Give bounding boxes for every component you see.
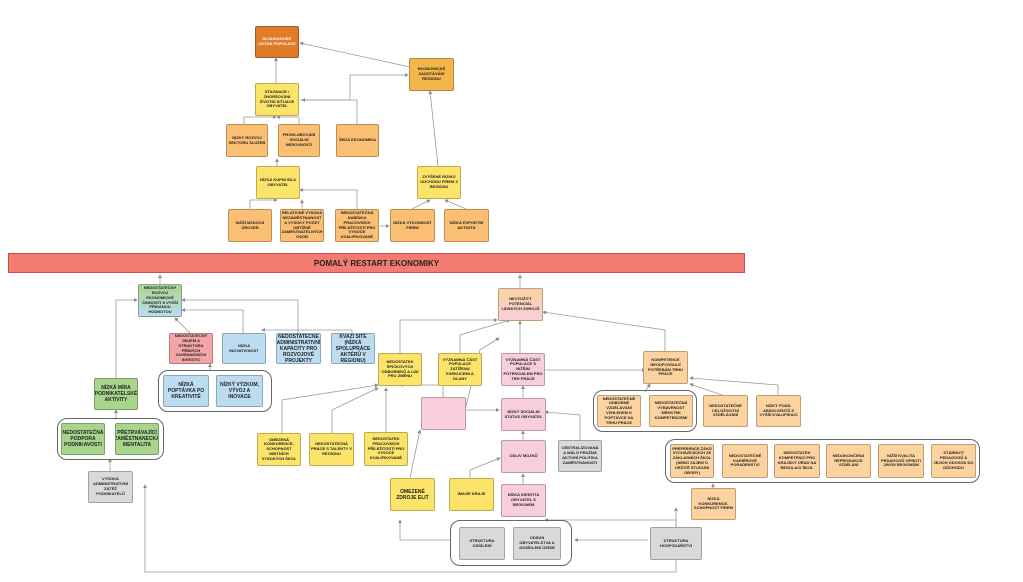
- node-omezene-zdroje: OMEZENÉ ZDROJE ELIT: [390, 478, 435, 511]
- group-entrepreneurship: [57, 418, 164, 460]
- edge: [115, 298, 138, 378]
- edge: [399, 318, 498, 353]
- edge: [276, 115, 300, 124]
- edge: [428, 90, 439, 167]
- node-vyznamna-cast-exekuce: VÝZNAMNÁ ČÁST POPULACE ZATÍŽENA EXEKUCEM…: [438, 353, 482, 386]
- node-zvysene-riziko: ZVÝŠENÉ RIZIKO ODCHODU FIREM Z REGIONU: [417, 166, 461, 199]
- node-vysoka-administrativni: VYSOKÁ ADMINISTRATIVNÍ ZÁTĚŽ PODNIKATELŮ: [88, 471, 133, 503]
- node-nedostatecna-podpora: NEDOSTATEČNÁ PODPORA PODNIKAVOSTI: [61, 423, 105, 455]
- node-seda-ekonomika: ŠEDÁ EKONOMIKA: [336, 124, 379, 157]
- edge: [689, 383, 726, 397]
- edge: [399, 383, 444, 397]
- edge: [464, 337, 500, 411]
- node-nedostatecna-nabidka: NEDOSTATEČNÁ NABÍDKA PRACOVNÍCH PŘÍLEŽIT…: [335, 209, 379, 242]
- node-dlouhodoby-odtok: DLOUHODOBÝ ODTOK POPULACE: [255, 26, 299, 58]
- node-prohlubovani: PROHLUBOVÁNÍ SOCIÁLNÍ NEROVNOSTI: [278, 124, 320, 157]
- node-nedostatek-spickovych: NEDOSTATEK ŠPIČKOVÝCH ODBORNÍKŮ A LIDÍ P…: [378, 353, 422, 386]
- node-nedostatecna-vybavenost: NEDOSTATEČNÁ VYBAVENOST MĚKKÝMI KOMPETEN…: [649, 395, 693, 427]
- node-nizka-identita: NÍZKÁ IDENTITA OBYVATEL S REGIONEM: [501, 484, 546, 517]
- group-innovation: [158, 370, 272, 412]
- node-nevyuzity-potencial: NEVYUŽITÝ POTENCIÁL LIDSKÝCH ZDROJŮ: [498, 288, 543, 321]
- node-nizka-vykonnost: NÍZKÁ VÝKONNOST FIREM: [390, 209, 435, 242]
- node-ekonomicke-zaostavani: EKONOMICKÉ ZAOSTÁVÁNÍ REGIONU: [409, 58, 454, 91]
- node-nizka-mira-podnikatelske: NÍZKÁ MÍRA PODNIKATELSKÉ AKTIVITY: [94, 378, 138, 410]
- node-image-kraje: IMAGE KRAJE: [449, 478, 494, 511]
- edge: [409, 429, 422, 479]
- edge: [301, 98, 358, 124]
- edge: [299, 188, 358, 209]
- edge: [459, 319, 511, 353]
- edge: [398, 519, 450, 541]
- edge: [174, 317, 191, 334]
- node-nizky-vyzkum: NÍZKÝ VÝZKUM, VÝVOJ A INOVACE: [216, 375, 263, 407]
- edge: [689, 376, 779, 396]
- edge: [300, 73, 409, 101]
- central-banner: POMALÝ RESTART EKONOMIKY: [8, 253, 745, 273]
- node-nizka-konkurence-firem: NÍZKÁ KONKURENCE-SCHOPNOST FIREM: [691, 488, 736, 520]
- edge: [281, 383, 379, 433]
- node-starnuti: STÁRNUTÍ PEDAGOGŮ A JEJICH ODCHOD DO DŮC…: [931, 444, 976, 478]
- edge: [411, 199, 431, 210]
- node-pretrvavajici: PŘETRVÁVAJÍCÍ ZAMĚSTNANECKÁ MENTALITA: [115, 423, 159, 455]
- node-nizsi-kvalita: NIŽŠÍ KVALITA PEDAGOGŮ OPROTI JINÝM REGI…: [878, 444, 924, 478]
- node-centralizovana: CENTRALIZOVANÁ A MÁLO PRUŽNÁ AKTIVNÍ POL…: [558, 440, 602, 472]
- edge: [143, 484, 677, 573]
- node-odliv-mozku: ODLIV MOZKŮ: [501, 440, 546, 473]
- node-nizka-exportni: NÍZKÁ EXPORTNÍ AKTIVITA: [444, 209, 489, 242]
- node-struktura-osidleni: STRUKTURA OSÍDLENÍ: [459, 527, 505, 560]
- node-struktura-hospodarstvi: STRUKTURA HOSPODÁŘSTVÍ: [650, 527, 702, 560]
- node-omezena-konkurence: OMEZENÁ KONKURENCE-SCHOPNOST MÍSTNÍCH VY…: [257, 433, 301, 466]
- edge: [544, 410, 581, 440]
- edge: [249, 198, 278, 209]
- node-nizky-socialni-status: NÍZKÝ SOCIÁLNÍ STATUS OBYVATEL: [501, 398, 546, 431]
- node-nizky-rozvoj-sluzeb: NÍZKÝ ROZVOJ SEKTORU SLUŽEB: [226, 124, 268, 157]
- group-settlement: [450, 520, 572, 566]
- node-nizka-inovativnost: NÍZKÁ INOVATIVNOST: [222, 333, 266, 364]
- edge: [542, 310, 666, 351]
- node-stagnace: STAGNACE / ZHORŠOVÁNÍ ŽIVOTNÍ SITUACE OB…: [255, 83, 299, 116]
- node-nizsi-mzdova: NIŽŠÍ MZDOVÁ ÚROVEŇ: [228, 209, 272, 242]
- edge: [299, 41, 411, 68]
- node-kvazi-site: KVAZI SÍTĚ (NÍZKÁ SPOLUPRÁCE AKTÉRŮ V RE…: [331, 333, 375, 364]
- node-nizka-kupni-sila: NÍZKÁ KUPNÍ SÍLA OBYVATEL: [256, 166, 300, 199]
- node-nedostatek-kompetenci: NEDOSTATEK KOMPETENCÍ PRO KRAJSKÝ ÚŘAD N…: [774, 444, 820, 478]
- node-nedokoncena: NEDOKONČENÁ REPRODUKCE VZDĚLÁNÍ: [826, 444, 871, 478]
- node-relativne-vysoka: RELATIVNĚ VYSOKÁ NEZAMĚSTNANOST A VYSOKÝ…: [280, 209, 324, 242]
- edge: [444, 199, 467, 210]
- group-education-gaps: [593, 390, 697, 432]
- group-school-factors: [665, 439, 980, 483]
- edge: [181, 308, 244, 333]
- edge: [331, 387, 379, 433]
- node-nedostatecne-odborne: NEDOSTATEČNÉ ODBORNÉ VZDĚLÁVÁNÍ VZHLEDEM…: [597, 395, 641, 427]
- edge: [243, 115, 277, 124]
- node-nedostatek-prilezitosti: NEDOSTATEK PRACOVNÍCH PŘÍLEŽITOSTÍ PRO V…: [364, 432, 408, 466]
- node-nedostatecne-celozivotni: NEDOSTATEČNÉ CELOŽIVOTNÍ VZDĚLÁVÁNÍ: [703, 395, 748, 427]
- edge: [469, 457, 501, 478]
- edge: [181, 298, 299, 333]
- node-kompetence: KOMPETENCE NEODPOVÍDAJÍ POTŘEBÁM TRHU PR…: [643, 351, 688, 384]
- edge: [261, 328, 353, 333]
- node-nedostatecna-prace-talenty: NEDOSTATEČNÁ PRÁCE S TALENTY V REGIONU: [309, 433, 354, 466]
- node-nizky-prilv: [421, 397, 466, 430]
- edge: [544, 518, 677, 530]
- node-preference: PREFERENCE ŽÁKŮ VYCHÁZEJÍCÍCH ZE ZÁKLADN…: [670, 444, 714, 478]
- node-odsun: ODSUN OBYVATELSTVA A DOSÍDLENÍ ÚZEMÍ: [513, 527, 561, 560]
- node-nedostatecne-karierove: NEDOSTATEČNÉ KARIÉROVÉ PORADENSTVÍ: [722, 444, 768, 478]
- node-nedostatecny-objem: NEDOSTATEČNÝ OBJEM A STRUKTURA PŘÍMÝCH Z…: [169, 333, 213, 364]
- node-vyznamna-cast-nizsi: VÝZNAMNÁ ČÁST POPULACE S NIŽŠÍM POTENCIÁ…: [501, 353, 545, 386]
- node-nedostatecne-admin: NEDOSTATEČNÉ ADMINISTRATIVNÍ KAPACITY PR…: [276, 333, 321, 364]
- node-nizky-podil: NÍZKÝ PODÍL ABSOLVENTŮ S VYŠŠÍ KVALIFIKA…: [756, 395, 801, 427]
- node-nizka-poptavka: NÍZKÁ POPTÁVKA PO KREATIVITĚ: [163, 375, 209, 407]
- node-nedostatecny-rozvoj: NEDOSTATEČNÝ ROZVOJ EKONOMICKÉ ČINNOSTI …: [138, 284, 182, 317]
